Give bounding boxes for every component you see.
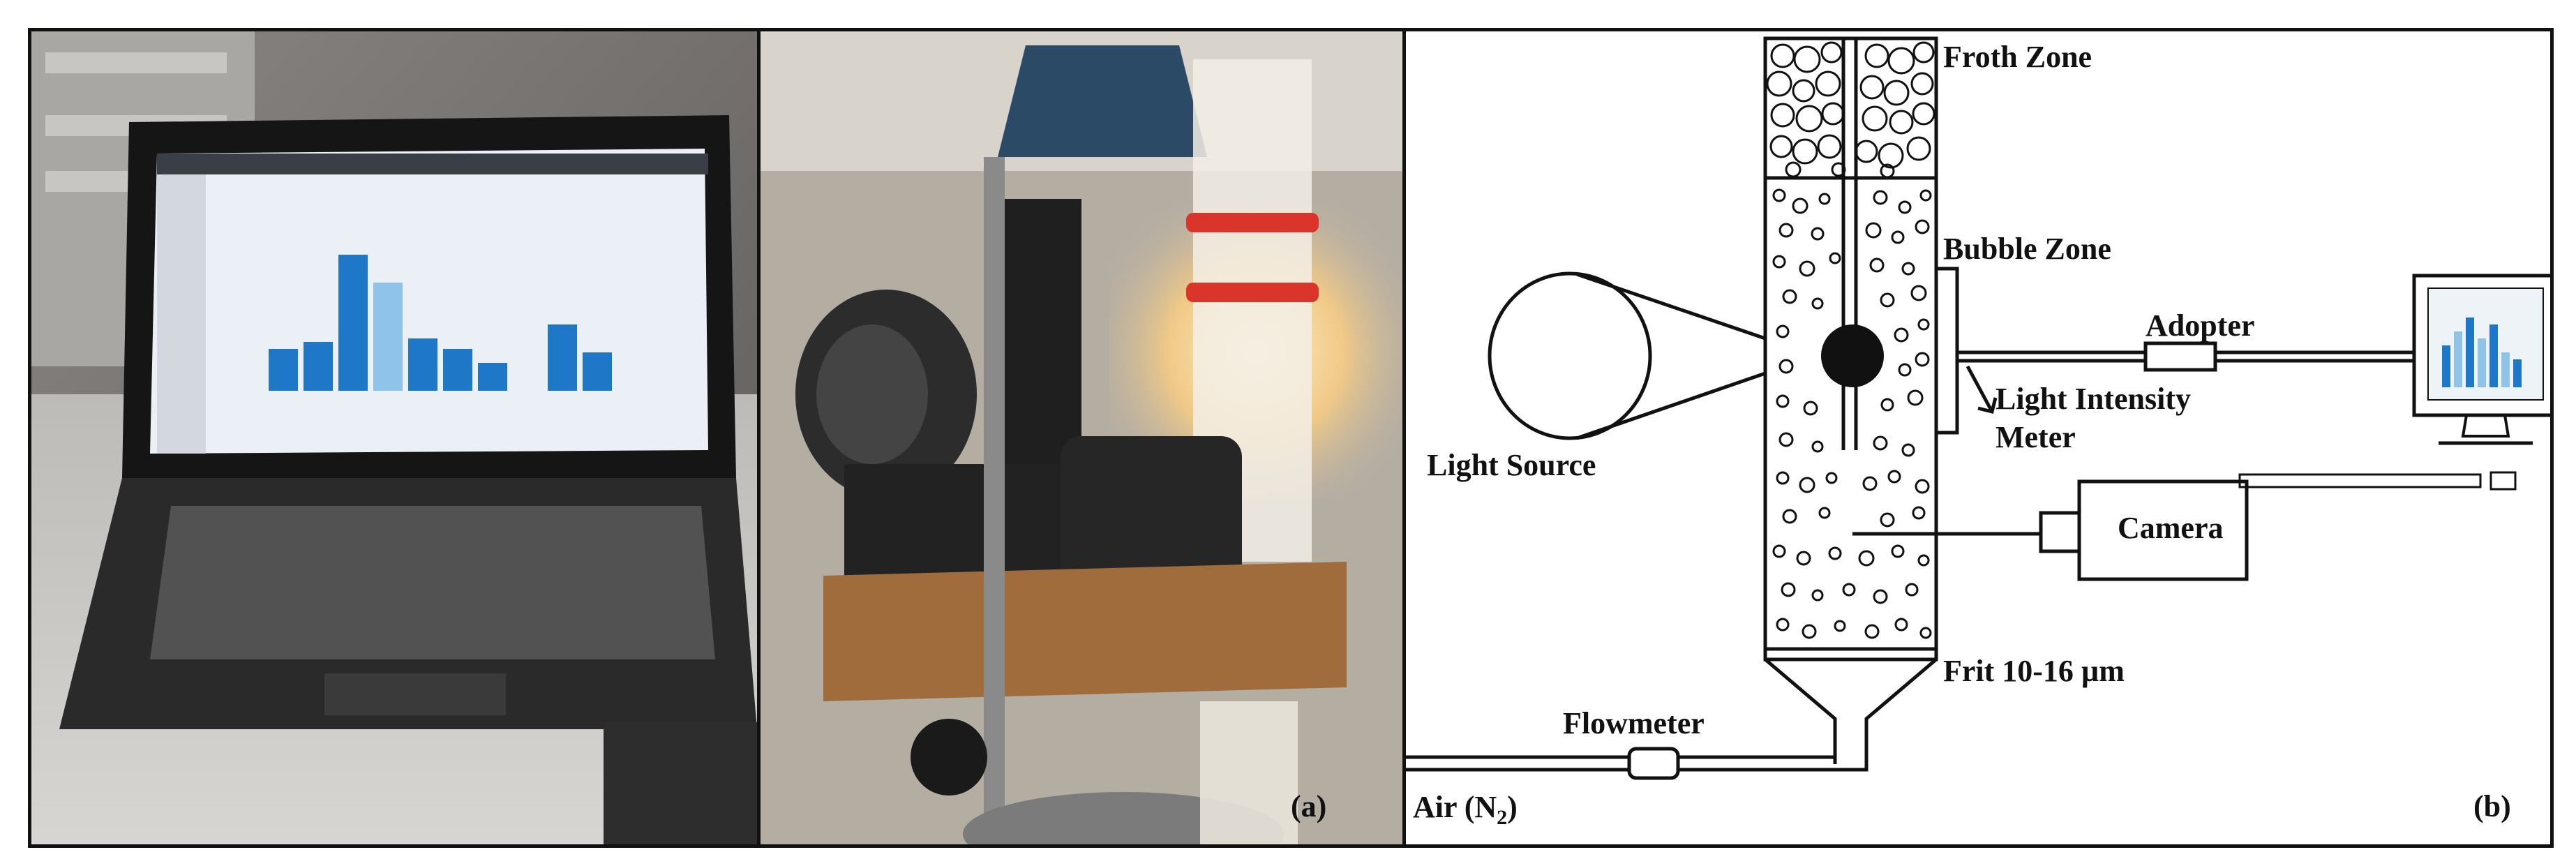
label-air-suffix: )	[1507, 790, 1518, 824]
label-meter: Meter	[1995, 420, 2076, 454]
label-flowmeter: Flowmeter	[1563, 706, 1705, 740]
laptop-photo-illustration	[31, 31, 757, 844]
light-source-lens	[1488, 271, 1652, 440]
adopter-box	[2143, 341, 2217, 372]
wooden-platform	[823, 562, 1347, 701]
label-light-intensity: Light Intensity	[1995, 382, 2191, 416]
screen-bar-chart	[269, 255, 612, 391]
red-clamp	[1186, 213, 1319, 232]
panel-label-b: (b)	[2473, 789, 2511, 823]
schematic-drawing	[1406, 36, 2550, 780]
label-air-n2: Air (N2)	[1413, 792, 1518, 828]
light-meter-bracket	[1936, 267, 1959, 435]
air-line-lower	[1406, 764, 1869, 772]
mouse	[604, 722, 757, 844]
stand-tripod	[998, 45, 1207, 157]
label-frit: Frit 10-16 µm	[1943, 654, 2125, 688]
keyboard-icon	[2238, 471, 2517, 491]
computer-monitor-icon	[2412, 274, 2550, 445]
apparatus-photo: (a)	[757, 28, 1406, 848]
laptop-screen	[150, 149, 708, 454]
label-froth-zone: Froth Zone	[1943, 40, 2092, 74]
laptop-photo	[28, 28, 761, 848]
label-bubble-zone: Bubble Zone	[1943, 232, 2111, 266]
label-adopter: Adopter	[2146, 308, 2255, 343]
label-air-prefix: Air (N	[1413, 790, 1497, 824]
schematic-diagram: Froth Zone Bubble Zone Adopter Light Int…	[1402, 28, 2554, 848]
froth-bubbles	[1766, 41, 1935, 179]
label-air-subscript: 2	[1497, 805, 1508, 829]
bubble-zone-bubbles	[1772, 188, 1932, 639]
label-camera: Camera	[2118, 511, 2224, 545]
apparatus-photo-illustration	[761, 31, 1402, 844]
funnel	[1764, 658, 1938, 764]
light-meter	[991, 199, 1081, 464]
panel-label-a: (a)	[1291, 789, 1327, 823]
stand-rod	[984, 157, 1005, 844]
camera-lens	[2039, 511, 2081, 553]
label-light-source: Light Source	[1427, 448, 1596, 482]
light-spot	[1821, 324, 1884, 387]
flowmeter-body	[1627, 747, 1680, 780]
